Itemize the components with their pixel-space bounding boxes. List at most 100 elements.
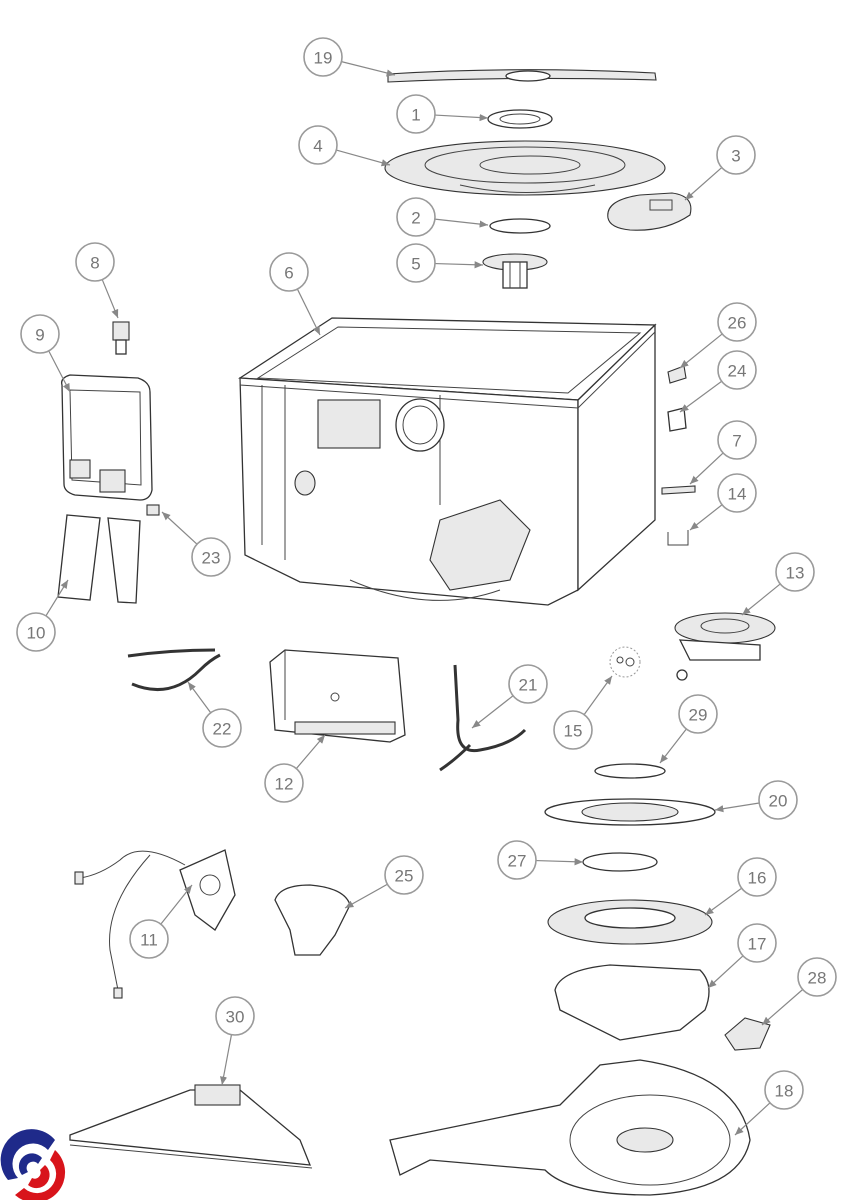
callout-number: 3 [731, 147, 740, 166]
callout-number: 14 [728, 485, 747, 504]
callout-circle [396, 243, 436, 283]
callout-number: 12 [275, 775, 294, 794]
leader-line [341, 61, 396, 77]
part-wire-harness-21[interactable] [439, 664, 527, 772]
callout-19[interactable]: 19 [303, 37, 396, 77]
leader-line [704, 887, 743, 916]
part-filter-cap[interactable] [607, 192, 692, 231]
callout-6[interactable]: 6 [269, 252, 321, 336]
part-control-box[interactable] [61, 374, 153, 501]
leader-line [48, 350, 71, 393]
callout-10[interactable]: 10 [16, 579, 69, 652]
callout-20[interactable]: 20 [714, 780, 798, 820]
leader-line [714, 802, 760, 813]
callout-4[interactable]: 4 [298, 125, 391, 167]
leader-line [336, 149, 391, 167]
part-toe-kick[interactable] [69, 1084, 313, 1169]
callout-12[interactable]: 12 [264, 734, 326, 803]
callout-number: 25 [395, 867, 414, 886]
callout-circle [497, 840, 537, 880]
part-strip[interactable] [661, 485, 696, 495]
leader-line [187, 681, 212, 714]
callout-29[interactable]: 29 [659, 694, 718, 764]
part-wire-harness-22[interactable] [127, 648, 221, 692]
part-clips-15[interactable] [609, 646, 641, 678]
part-filter-disc[interactable] [547, 899, 713, 945]
callout-8[interactable]: 8 [75, 242, 119, 319]
callout-number: 6 [284, 264, 293, 283]
callout-number: 24 [728, 362, 747, 381]
leader-line [295, 734, 326, 769]
part-gasket-ring[interactable] [489, 218, 551, 234]
callout-13[interactable]: 13 [741, 552, 815, 616]
callout-23[interactable]: 23 [161, 511, 231, 577]
callout-number: 21 [519, 676, 538, 695]
part-upper-spray-arm[interactable] [387, 69, 657, 83]
part-retainer-ring[interactable] [582, 852, 658, 872]
part-connector[interactable] [112, 321, 130, 355]
callout-21[interactable]: 21 [471, 664, 548, 729]
callout-circle [384, 855, 424, 895]
part-tub[interactable] [238, 317, 657, 606]
callout-number: 5 [411, 255, 420, 274]
part-sump-gasket[interactable] [544, 798, 716, 826]
part-seal-ring[interactable] [594, 763, 666, 779]
callout-number: 7 [732, 432, 741, 451]
callout-25[interactable]: 25 [344, 855, 424, 909]
callout-number: 2 [411, 209, 420, 228]
callout-28[interactable]: 28 [761, 957, 837, 1026]
part-brackets[interactable] [57, 514, 141, 604]
part-latch[interactable] [667, 365, 687, 384]
callout-18[interactable]: 18 [734, 1070, 804, 1136]
part-fan-motor[interactable] [74, 849, 236, 999]
callout-1[interactable]: 1 [396, 94, 489, 134]
part-mount-bracket[interactable] [274, 884, 351, 956]
leader-line [471, 695, 514, 729]
leader-line [161, 511, 198, 545]
callout-11[interactable]: 11 [129, 884, 193, 959]
callout-22[interactable]: 22 [187, 681, 242, 748]
callout-circle [717, 420, 757, 460]
callout-27[interactable]: 27 [497, 840, 584, 880]
callout-9[interactable]: 9 [20, 314, 71, 393]
callout-circle [737, 857, 777, 897]
callout-number: 11 [140, 931, 158, 950]
callout-26[interactable]: 26 [679, 302, 757, 369]
leader-line [434, 218, 489, 228]
part-cover[interactable] [724, 1017, 771, 1051]
callout-number: 16 [748, 869, 767, 888]
part-base-pan[interactable] [389, 1059, 751, 1196]
callout-circle [396, 94, 436, 134]
part-hook[interactable] [667, 530, 689, 546]
callout-circle [298, 125, 338, 165]
part-small-clip[interactable] [146, 504, 160, 516]
callout-5[interactable]: 5 [396, 243, 484, 283]
callout-17[interactable]: 17 [707, 923, 777, 989]
part-ring-clip[interactable] [487, 109, 553, 129]
callout-number: 19 [314, 49, 333, 68]
callout-circle [553, 710, 593, 750]
callout-circle [264, 763, 304, 803]
callout-30[interactable]: 30 [215, 996, 255, 1086]
part-control-board[interactable] [269, 649, 406, 743]
callout-circle [303, 37, 343, 77]
part-drain-pump[interactable] [674, 612, 776, 681]
callout-7[interactable]: 7 [689, 420, 757, 485]
part-plate[interactable] [667, 407, 687, 432]
part-filter-plate[interactable] [384, 140, 666, 196]
callout-15[interactable]: 15 [553, 675, 613, 750]
part-pump-hub[interactable] [482, 253, 548, 289]
callout-number: 8 [90, 254, 99, 273]
callout-number: 22 [213, 720, 232, 739]
callout-14[interactable]: 14 [689, 473, 757, 531]
callout-circle [775, 552, 815, 592]
callout-circle [717, 473, 757, 513]
callout-2[interactable]: 2 [396, 197, 489, 237]
callout-16[interactable]: 16 [704, 857, 777, 916]
part-sump-housing[interactable] [554, 964, 710, 1041]
callout-3[interactable]: 3 [684, 135, 756, 201]
leader-line [689, 452, 724, 485]
callout-24[interactable]: 24 [679, 350, 757, 413]
callout-number: 10 [27, 624, 46, 643]
